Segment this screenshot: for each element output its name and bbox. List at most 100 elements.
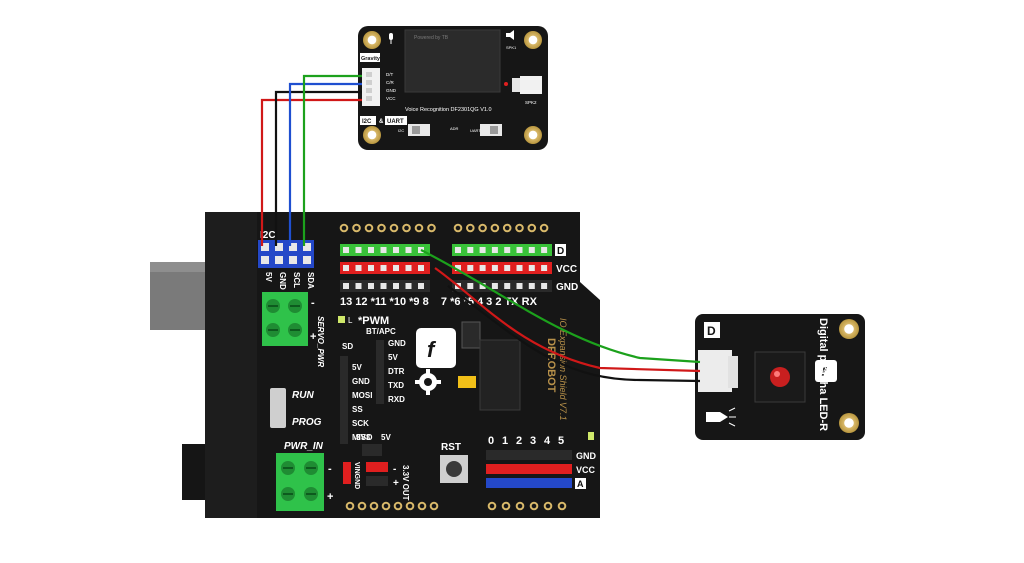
switch-mid-label: ADR xyxy=(450,126,459,131)
header-hole xyxy=(501,501,511,511)
digital-pin[interactable] xyxy=(479,247,486,253)
digital-pin[interactable] xyxy=(393,265,399,271)
capacitor xyxy=(458,376,476,388)
i2c-pin[interactable] xyxy=(303,256,311,264)
digital-pin[interactable] xyxy=(491,265,498,271)
digital-pin[interactable] xyxy=(479,265,486,271)
analog-pin-number: 5 xyxy=(558,435,564,447)
wires xyxy=(260,74,701,383)
digital-pin[interactable] xyxy=(405,265,412,271)
digital-pin[interactable] xyxy=(418,283,424,289)
bt-apc-label: BT/APC xyxy=(366,327,396,336)
voltage-jumper[interactable] xyxy=(362,444,382,456)
header-hole xyxy=(357,501,367,511)
i2c-pin[interactable] xyxy=(289,256,297,264)
sd-pin-label: GND xyxy=(352,377,370,386)
voice-pin-label: C/R xyxy=(386,80,395,85)
digital-pin[interactable] xyxy=(355,247,362,253)
digital-pin[interactable] xyxy=(343,247,349,253)
digital-pin[interactable] xyxy=(504,265,511,271)
vin-header xyxy=(343,462,351,484)
digital-pin[interactable] xyxy=(541,283,548,289)
analog-pin-number: 0 xyxy=(488,435,494,447)
i2c-pin[interactable] xyxy=(261,243,269,251)
out33-header-red xyxy=(366,462,388,472)
digital-pin[interactable] xyxy=(380,247,387,253)
digital-pin[interactable] xyxy=(516,283,523,289)
analog-header-black xyxy=(486,450,572,460)
row-label-d: D xyxy=(557,246,564,257)
speaker-icon xyxy=(506,30,514,40)
reset-button-cap[interactable] xyxy=(446,461,462,477)
header-hole xyxy=(478,223,487,233)
bt-pin-label: TXD xyxy=(388,381,404,390)
digital-pin[interactable] xyxy=(380,283,387,289)
header-hole xyxy=(405,501,415,511)
led-module-title: Digital piranha LED-R xyxy=(817,318,829,431)
status-led xyxy=(504,82,508,86)
spk1-label: SPK1 xyxy=(506,45,517,50)
i2c-pin[interactable] xyxy=(275,256,283,264)
digital-pin[interactable] xyxy=(418,265,424,271)
digital-pin[interactable] xyxy=(491,247,498,253)
digital-pin[interactable] xyxy=(467,265,474,271)
microphone-icon xyxy=(389,33,393,44)
digital-pin[interactable] xyxy=(355,283,362,289)
sd-pin-label: 5V xyxy=(352,363,362,372)
digital-pin[interactable] xyxy=(504,283,511,289)
out33-header-black xyxy=(366,476,388,486)
digital-pin[interactable] xyxy=(355,265,362,271)
shield-name-label: IO Expansion Shield V7.1 xyxy=(558,318,568,421)
header-hole xyxy=(539,223,549,233)
digital-pin[interactable] xyxy=(405,283,412,289)
digital-pin[interactable] xyxy=(467,283,474,289)
out33-label: 3.3V OUT xyxy=(401,465,410,501)
digital-pin[interactable] xyxy=(528,247,535,253)
digital-pin[interactable] xyxy=(380,265,387,271)
wire-gnd xyxy=(274,90,362,246)
digital-pin[interactable] xyxy=(528,283,535,289)
digital-pin[interactable] xyxy=(541,247,548,253)
i2c-pin[interactable] xyxy=(275,243,283,251)
digital-pin[interactable] xyxy=(528,265,535,271)
digital-pin[interactable] xyxy=(343,283,349,289)
mount-hole xyxy=(524,126,542,144)
digital-pin[interactable] xyxy=(455,247,461,253)
digital-pin[interactable] xyxy=(479,283,486,289)
digital-pin[interactable] xyxy=(368,247,374,253)
run-prog-switch[interactable] xyxy=(270,388,286,428)
header-hole xyxy=(389,223,399,233)
gear-icon xyxy=(415,369,441,395)
digital-pin[interactable] xyxy=(343,265,349,271)
digital-pin[interactable] xyxy=(368,283,374,289)
header-hole xyxy=(515,223,524,233)
digital-pin[interactable] xyxy=(504,247,511,253)
digital-pin[interactable] xyxy=(393,283,399,289)
voice-chip-text: Powered by TB xyxy=(414,35,449,41)
digital-pin[interactable] xyxy=(541,265,548,271)
digital-pin[interactable] xyxy=(467,247,474,253)
servo-minus: - xyxy=(311,297,315,309)
out-minus: - xyxy=(393,464,396,475)
i2c-pin[interactable] xyxy=(303,243,311,251)
i2c-pin[interactable] xyxy=(261,256,269,264)
header-hole xyxy=(427,223,436,233)
pwr-minus: - xyxy=(328,463,332,475)
uart-tag-label: UART xyxy=(387,119,404,125)
voice-pin-labels: D/T C/R GND VCC xyxy=(386,72,397,101)
digital-pin[interactable] xyxy=(491,283,498,289)
digital-pin[interactable] xyxy=(455,265,461,271)
sd-pin-label: MISO xyxy=(352,433,372,442)
i2c-pin-label: SDA xyxy=(306,272,315,289)
digital-pin[interactable] xyxy=(516,265,523,271)
led-d-label: D xyxy=(707,324,716,338)
analog-pin-number: 2 xyxy=(516,435,522,447)
led-connector xyxy=(698,350,732,392)
digital-pin[interactable] xyxy=(405,247,412,253)
digital-pin[interactable] xyxy=(393,247,399,253)
bt-pin-label: 5V xyxy=(388,353,398,362)
digital-pin[interactable] xyxy=(516,247,523,253)
socket-area xyxy=(479,339,521,411)
digital-pin[interactable] xyxy=(368,265,374,271)
i2c-pin[interactable] xyxy=(289,243,297,251)
